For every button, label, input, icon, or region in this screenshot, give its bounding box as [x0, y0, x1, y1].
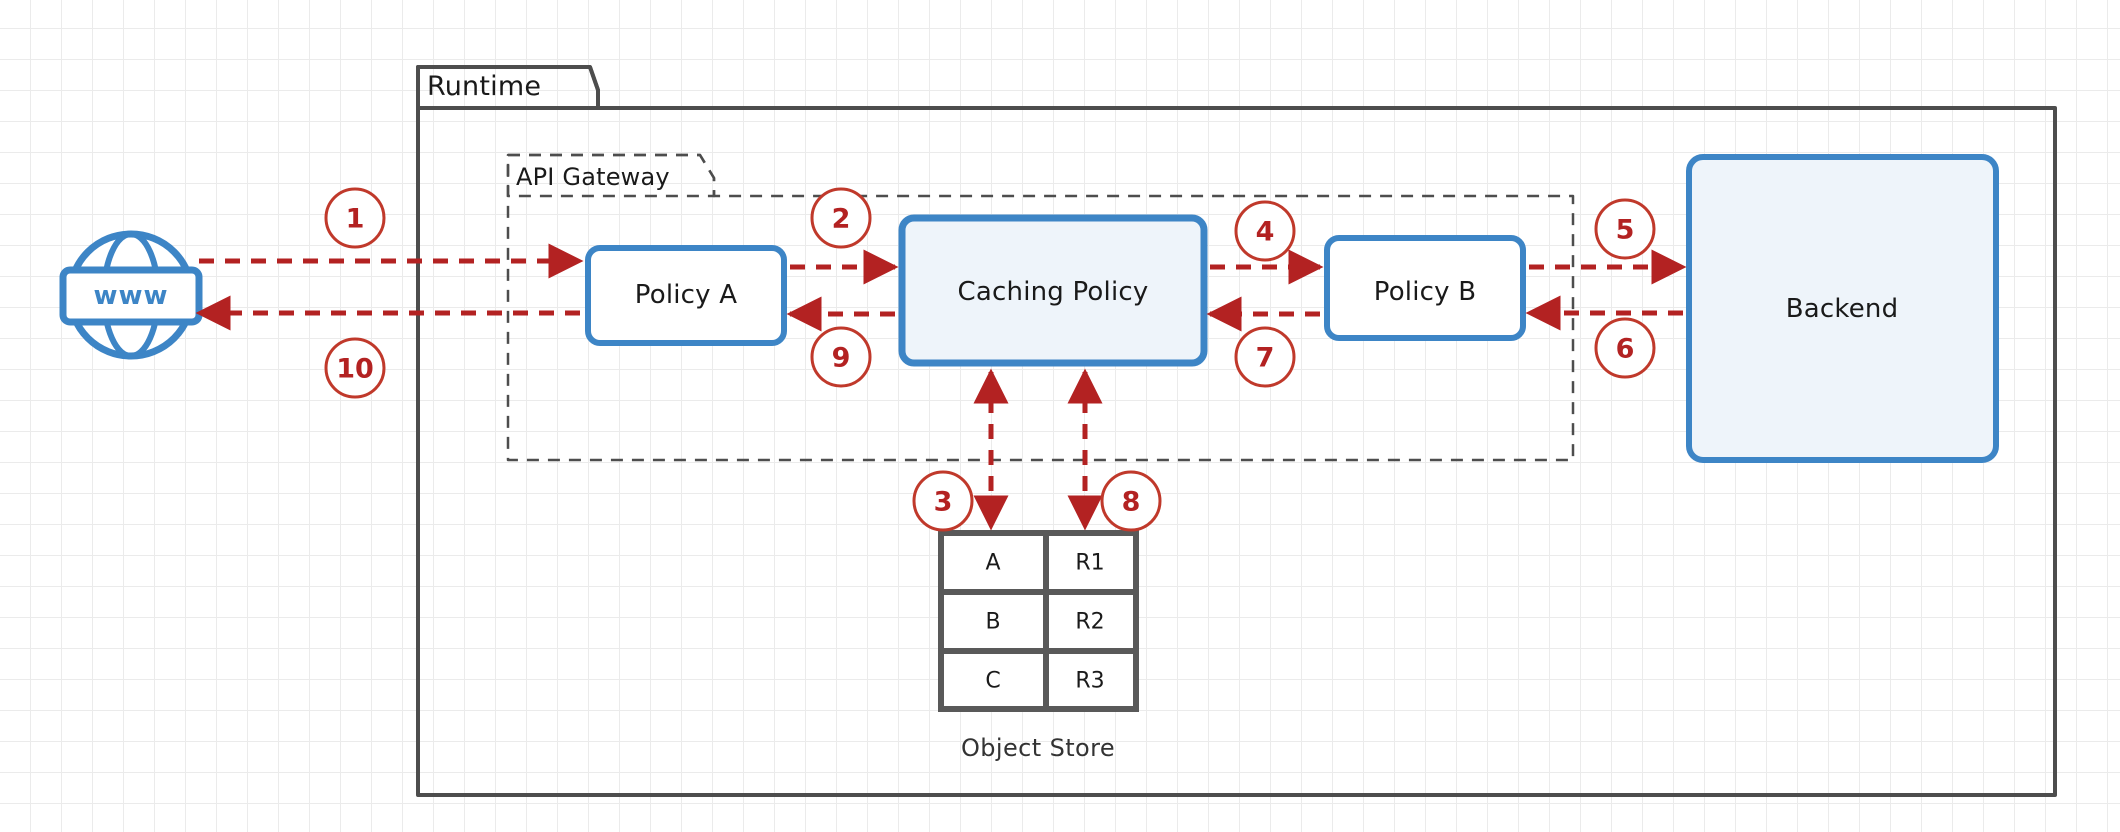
- internet-globe-icon: [59, 230, 203, 360]
- step-badge-7: 7: [1255, 342, 1275, 374]
- caching-policy-label: Caching Policy: [957, 277, 1149, 307]
- policy-a-box[interactable]: [585, 245, 787, 346]
- step-badge-8: 8: [1121, 486, 1141, 518]
- step-badge-8-circle: [1100, 470, 1162, 532]
- step-badge-2-circle: [810, 187, 872, 249]
- store-cell-value-0: R1: [1075, 550, 1105, 576]
- policy-a-label: Policy A: [634, 280, 738, 310]
- step-badge-6: 6: [1615, 333, 1635, 365]
- step-badge-5: 5: [1615, 214, 1635, 246]
- object-store-table[interactable]: [938, 530, 1139, 712]
- object-store-caption: Object Store: [960, 734, 1116, 762]
- step-badge-9: 9: [831, 342, 851, 374]
- step-badge-9-circle: [810, 326, 872, 388]
- runtime-container: [416, 65, 2057, 797]
- step-badge-10: 10: [336, 353, 374, 385]
- store-cell-key-1: B: [985, 609, 1001, 635]
- policy-b-label: Policy B: [1373, 277, 1477, 307]
- store-cell-key-2: C: [985, 668, 1001, 694]
- step-badge-7-circle: [1234, 326, 1296, 388]
- policy-b-box[interactable]: [1324, 235, 1526, 341]
- api-gateway-container: [506, 153, 1575, 462]
- step-badge-1-circle: [324, 187, 386, 249]
- step-badge-6-circle: [1594, 317, 1656, 379]
- caching-policy-box[interactable]: [898, 214, 1208, 367]
- step-badge-1: 1: [345, 203, 365, 235]
- step-badge-4-circle: [1234, 200, 1296, 262]
- step-badge-3: 3: [933, 486, 953, 518]
- store-cell-value-1: R2: [1075, 609, 1105, 635]
- store-cell-key-0: A: [985, 550, 1001, 576]
- www-label: www: [93, 281, 169, 311]
- api-gateway-container-label: API Gateway: [516, 163, 670, 191]
- store-cell-value-2: R3: [1075, 668, 1105, 694]
- backend-label: Backend: [1785, 294, 1899, 324]
- step-badge-5-circle: [1594, 198, 1656, 260]
- step-badge-3-circle: [912, 470, 974, 532]
- step-badge-2: 2: [831, 203, 851, 235]
- step-badge-4: 4: [1255, 216, 1275, 248]
- backend-box[interactable]: [1686, 154, 1999, 463]
- step-badge-10-circle: [324, 337, 386, 399]
- runtime-container-label: Runtime: [427, 71, 542, 102]
